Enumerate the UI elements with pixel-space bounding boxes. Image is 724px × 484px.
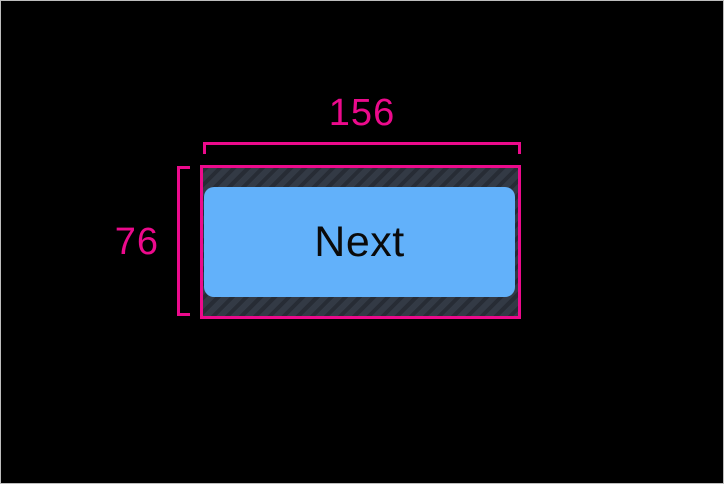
- selection-bounds: Next: [200, 165, 521, 319]
- next-button-label: Next: [314, 217, 405, 266]
- width-dimension-label: 156: [328, 92, 396, 134]
- height-measure-bracket: [177, 166, 190, 316]
- width-measure-bracket: [203, 142, 521, 154]
- next-button[interactable]: Next: [204, 187, 515, 297]
- height-dimension-label: 76: [114, 221, 159, 263]
